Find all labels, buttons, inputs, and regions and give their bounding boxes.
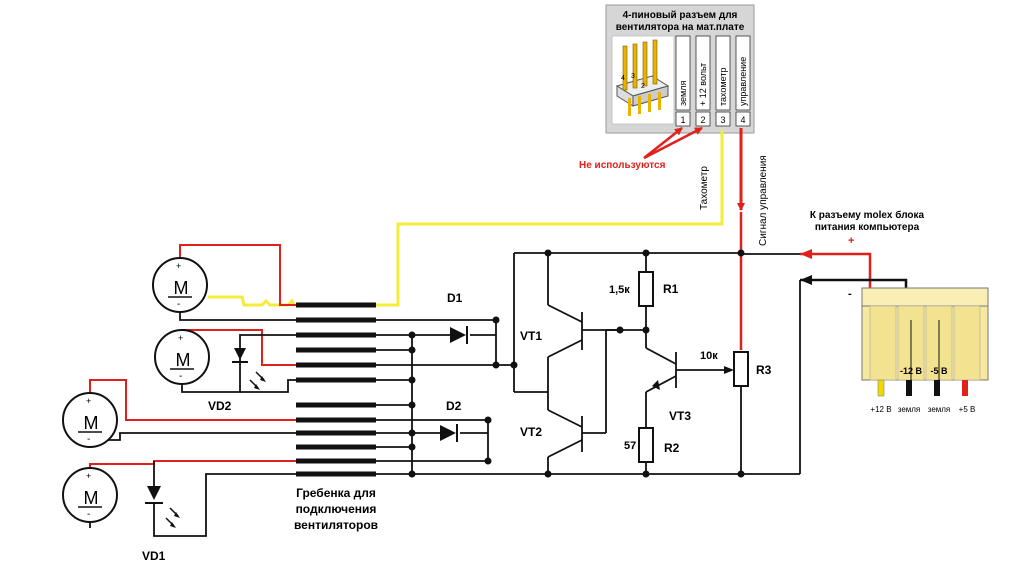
vt3-emitter-arrow [652,380,660,390]
d1-label: D1 [447,291,463,305]
fan2-letter: M [176,350,191,370]
r2-label: R2 [664,441,680,455]
tachometer-label: Тахометр [699,166,710,210]
not-used-note: Не используются [579,126,703,171]
connector-title-line1: 4-пиновый разъем для [623,10,738,21]
pin-2-label: + 12 вольт [698,63,708,106]
molex-bottom-label-2: земля [898,405,921,414]
fan2-minus: - [179,371,182,382]
fan-motor-2: + M - [154,329,296,393]
molex-connector: К разъему molex блока питания компьютера… [741,209,989,414]
r1-value: 1,5к [609,284,630,296]
pin-1-label: земля [678,81,688,106]
comb-caption-line1: Гребенка для [296,486,376,500]
r3-label: R3 [756,363,772,377]
diode-d1 [450,326,468,344]
molex-top-label-1: -12 В [900,366,923,376]
connector-title-line2: вентилятора на мат.плате [616,22,745,33]
comb-caption-line3: вентиляторов [294,518,378,532]
fan1-letter: M [174,278,189,298]
fan-motor-1: + M - [152,244,296,321]
pin-3-number: 3 [720,115,725,125]
sketch-pin-3: 3 [631,73,635,80]
fan4-letter: M [84,488,99,508]
molex-bottom-label-4: +5 В [959,405,976,414]
r3-wiper-arrow [724,366,734,374]
sketch-pin-4: 4 [621,75,625,82]
r2-value: 57 [624,440,636,452]
d2-label: D2 [446,399,462,413]
vt1-label: VT1 [520,329,542,343]
pin-columns: земля + 12 вольт тахометр управление 1 2… [675,35,751,127]
fan-comb [296,302,376,477]
pin-header-icon: 4 3 2 [615,39,670,116]
vd1-label: VD1 [142,549,166,563]
pin-4-label: управление [738,57,748,106]
fan-motor-4: + M - [62,460,296,537]
sketch-pin-2: 2 [641,83,645,90]
vt2-label: VT2 [520,425,542,439]
pin-4-number: 4 [740,115,745,125]
pin-2-number: 2 [700,115,705,125]
vt3-label: VT3 [669,409,691,423]
r3-value: 10к [700,350,718,362]
molex-bottom-label-1: +12 В [870,405,891,414]
fan3-letter: M [84,413,99,433]
diode-d2 [440,424,458,442]
resistor-r1 [638,271,654,307]
resistor-r2 [638,427,654,463]
r1-label: R1 [663,282,679,296]
pin-1-number: 1 [680,115,685,125]
molex-plus-sign: + [848,235,854,247]
fan3-plus: + [86,396,91,406]
fan3-minus: - [87,434,90,445]
fan-motor-3: + M - [62,379,296,448]
fan-connector-panel: 4-пиновый разъем для вентилятора на мат.… [605,4,755,134]
circuit-wires [376,252,801,475]
resistor-r3 [733,351,749,387]
molex-minus-sign: - [848,288,852,300]
molex-top-label-2: -5 В [930,366,948,376]
fan1-plus: + [176,261,181,271]
molex-caption-line2: питания компьютера [815,222,920,233]
fan1-minus: - [177,299,180,310]
fan4-minus: - [87,509,90,520]
pin-3-label: тахометр [718,68,728,106]
control-signal-label: Сигнал управления [758,155,769,246]
comb-caption: Гребенка для подключения вентиляторов [294,486,378,532]
molex-caption-line1: К разъему molex блока [810,209,925,221]
fan4-plus: + [86,471,91,481]
fan2-plus: + [178,333,183,343]
led-vd2: VD2 [208,348,266,413]
molex-bottom-label-3: земля [928,405,951,414]
not-used-label: Не используются [579,160,666,171]
led-vd1: VD1 [142,486,180,563]
vd2-label: VD2 [208,399,232,413]
comb-caption-line2: подключения [296,502,377,516]
junction-dots [408,249,745,478]
